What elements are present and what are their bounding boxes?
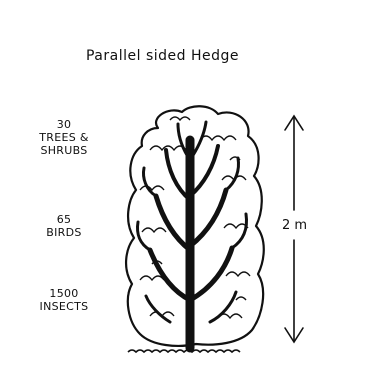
hedge-outline (126, 106, 264, 346)
height-label: 2 m (282, 218, 307, 233)
ground-line (128, 350, 240, 352)
hedge-drawing-icon (126, 106, 264, 352)
